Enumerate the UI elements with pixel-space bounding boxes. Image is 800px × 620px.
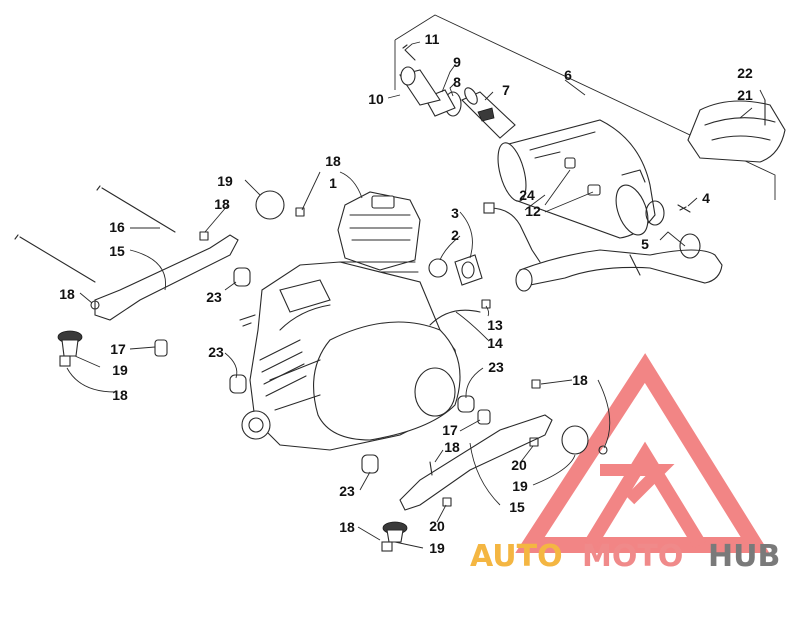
callout-5: 5 (641, 236, 649, 252)
mounting-hardware-right (361, 379, 608, 552)
callout-23c: 23 (488, 359, 504, 375)
callout-22: 22 (737, 65, 753, 81)
long-bolt-lower (19, 236, 96, 283)
watermark-hub: HUB (708, 539, 780, 574)
callout-23b: 23 (208, 344, 224, 360)
callout-7: 7 (502, 82, 510, 98)
bushing-right-lower (361, 454, 379, 474)
callout-18e: 18 (572, 372, 588, 388)
callout-15b: 15 (509, 499, 525, 515)
callout-13: 13 (487, 317, 503, 333)
clamp-lower (679, 233, 701, 259)
callout-9: 9 (453, 54, 461, 70)
muffler (497, 119, 656, 239)
callout-15a: 15 (109, 243, 125, 259)
callout-1: 1 (329, 175, 337, 191)
callout-3: 3 (451, 205, 459, 221)
spark-arrestor (461, 87, 516, 139)
callout-21: 21 (737, 87, 753, 103)
engine (239, 191, 481, 451)
callout-16: 16 (109, 219, 125, 235)
callout-17a: 17 (110, 341, 126, 357)
callout-17b: 17 (442, 422, 458, 438)
rubber-mount-right (561, 425, 589, 455)
callout-4: 4 (702, 190, 710, 206)
washer-left (90, 300, 100, 310)
clamp-spring (677, 204, 691, 213)
muffler-group-frame (394, 14, 776, 200)
callout-19c: 19 (512, 478, 528, 494)
callout-19d: 19 (429, 540, 445, 556)
callout-23a: 23 (206, 289, 222, 305)
callout-6: 6 (564, 67, 572, 83)
long-bolt-upper (101, 187, 176, 233)
watermark-logo (515, 353, 770, 553)
exhaust-gasket (428, 258, 448, 278)
callout-18a: 18 (325, 153, 341, 169)
callout-10: 10 (368, 91, 384, 107)
callout-19b: 19 (112, 362, 128, 378)
callout-8: 8 (453, 74, 461, 90)
watermark-triangle-g (600, 464, 675, 505)
callout-18d: 18 (112, 387, 128, 403)
mount-nut-upper (295, 207, 305, 217)
bolt-right (429, 461, 433, 476)
callout-24: 24 (519, 187, 535, 203)
callout-18c: 18 (59, 286, 75, 302)
bushing-right-upper (457, 395, 475, 413)
bushing-upper-left (233, 267, 251, 287)
watermark-text: AUTO MOTO HUB (470, 539, 780, 574)
flange-nut (481, 299, 491, 309)
callout-2: 2 (451, 227, 459, 243)
callout-19a: 19 (217, 173, 233, 189)
spacer-right (477, 409, 491, 425)
head-pipe (515, 249, 723, 292)
watermark-triangle-outer (515, 353, 770, 553)
callout-11: 11 (425, 31, 440, 47)
callout-14: 14 (487, 335, 503, 351)
o2-connector (483, 202, 495, 214)
exhaust-outlet-tip (399, 66, 441, 106)
mount-nut-left (199, 231, 209, 241)
engine-bracket-right (399, 414, 553, 511)
callout-18g: 18 (339, 519, 355, 535)
callout-20a: 20 (511, 457, 527, 473)
outlet-bolt (402, 44, 416, 61)
exhaust-flange (454, 254, 483, 286)
bushing-lower-left (229, 374, 247, 394)
o2-sensor-wire (489, 207, 541, 263)
leader-lines (66, 41, 766, 549)
heat-shield (687, 100, 786, 163)
callout-12: 12 (525, 203, 541, 219)
watermark-triangle-inner (584, 441, 706, 549)
watermark-auto: AUTO (470, 539, 563, 574)
washer-right (598, 445, 608, 455)
nut-right-upper (531, 379, 541, 389)
callout-18b: 18 (214, 196, 230, 212)
rubber-mount-upper (255, 190, 285, 220)
engine-bracket-left (94, 234, 239, 321)
rubber-mount-bottom (381, 521, 408, 552)
callout-labels: 1 2 3 4 5 6 7 8 9 10 11 12 13 14 15 15 1… (59, 31, 753, 556)
nut-right-low (442, 497, 452, 507)
callout-23d: 23 (339, 483, 355, 499)
exhaust-assembly (394, 14, 786, 309)
callout-20b: 20 (429, 518, 445, 534)
spacer-left (154, 339, 168, 357)
rubber-mount-left (57, 330, 83, 367)
nut-right-mid (529, 437, 539, 447)
callout-18f: 18 (444, 439, 460, 455)
clamp-upper (645, 200, 665, 226)
watermark-moto: MOTO (582, 539, 683, 574)
mounting-hardware (14, 185, 305, 394)
